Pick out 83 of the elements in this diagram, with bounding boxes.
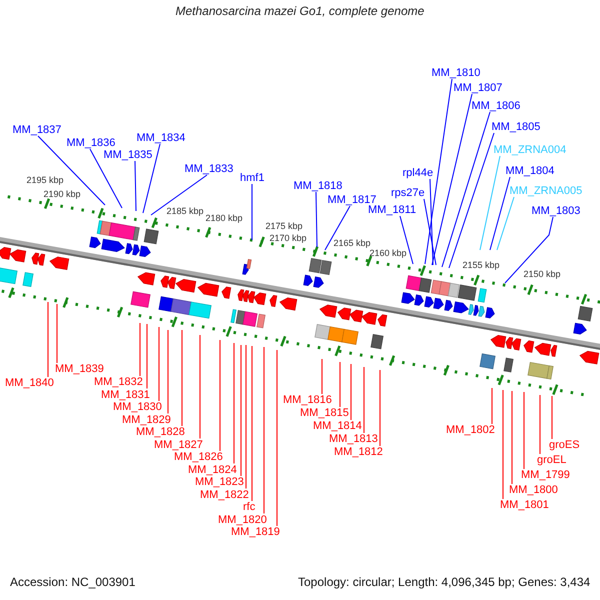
gene-label: MM_1815 [300,407,349,419]
gene-label: MM_1817 [328,194,376,206]
gene-label: groES [549,439,580,451]
scale-label: 2160 kbp [370,248,407,258]
gene-label: MM_1822 [200,488,249,500]
leader-line [424,78,452,264]
gene-label: MM_1805 [492,121,540,133]
genome-summary: Topology: circular; Length: 4,096,345 bp; Genes: 3,434 [298,575,590,589]
gene-label: MM_ZRNA005 [510,185,582,197]
leader-line [448,132,494,268]
gene-label: MM_1812 [334,446,383,458]
scale-label: 2175 kbp [266,221,303,231]
gene-label: MM_1813 [329,433,378,445]
gene-label: MM_1811 [368,204,416,216]
leader-line [324,206,350,250]
leader-line [316,192,318,248]
gene-label: rpl44e [402,167,434,179]
gene-label: MM_1827 [154,438,203,450]
scale-label: 2155 kbp [462,260,500,270]
gene-label: hmf1 [240,172,264,184]
gene-label: MM_1824 [188,464,237,476]
gene-label: MM_1820 [218,514,267,526]
leader-line [490,176,510,250]
gene-label: MM_1833 [184,163,234,175]
gene-label: MM_1816 [283,394,332,406]
gene-label: MM_1834 [136,132,186,144]
gene-label: MM_1832 [94,376,143,388]
leader-line [56,304,58,364]
leader-line [350,364,352,420]
leader-line [480,156,500,250]
scale-label: 2195 kbp [26,175,64,185]
leader-line [158,326,160,402]
gene-label: MM_1835 [104,149,152,161]
gene-label: MM_1800 [509,484,558,496]
leader-line [240,344,242,476]
leader-line [276,350,278,526]
scale-label: 2185 kbp [166,206,204,216]
gene-label: MM_1831 [101,388,150,400]
diagram-title: Methanosarcina mazei Go1, complete genome [176,4,424,18]
scale-label: 2150 kbp [524,269,561,279]
leader-line [496,196,514,250]
accession-text: Accession: NC_003901 [10,575,136,589]
gene-label: MM_1826 [174,451,223,463]
leader-line [146,324,148,389]
leader-line [504,216,554,284]
gene-label: MM_1814 [313,420,362,432]
leader-line [38,136,106,206]
gene-label: rfc [243,501,256,513]
gene-label: MM_1801 [500,499,549,511]
leader-line [442,112,490,268]
leader-line [502,390,504,500]
gene-label: MM_1802 [446,424,495,436]
leader-line [134,160,136,212]
leader-line [400,216,414,264]
gene-label: MM_ZRNA004 [494,144,566,156]
gene-label: MM_1804 [506,165,554,177]
gene-label: groEL [537,454,566,466]
gene-label: MM_1819 [231,526,280,538]
leader-line [424,198,436,266]
leader-line [430,178,434,266]
gene-label: MM_1840 [5,377,54,389]
gene-label: MM_1806 [472,100,520,112]
gene-label: MM_1818 [294,180,342,192]
leader-line [150,174,208,216]
gene-label: MM_1836 [66,137,116,149]
leader-line [142,144,160,214]
scale-label: 2165 kbp [334,238,371,248]
scale-label: 2190 kbp [44,189,81,199]
gene-label: MM_1799 [521,469,570,481]
gene-label: MM_1807 [454,82,502,94]
gene-label: MM_1823 [195,476,244,488]
gene-label: rps27e [391,187,425,199]
scale-label: 2180 kbp [206,213,243,223]
gene-label: MM_1810 [432,67,480,79]
gene-label: MM_1829 [122,414,171,426]
gene-label: MM_1839 [55,363,104,375]
gene-label: MM_1837 [12,124,62,136]
gene-label: MM_1828 [136,426,185,438]
gene-label: MM_1830 [113,401,162,413]
gene-label: MM_1803 [532,205,580,217]
leader-line [90,148,122,208]
leader-line [432,94,472,266]
scale-label: 2170 kbp [270,233,307,243]
